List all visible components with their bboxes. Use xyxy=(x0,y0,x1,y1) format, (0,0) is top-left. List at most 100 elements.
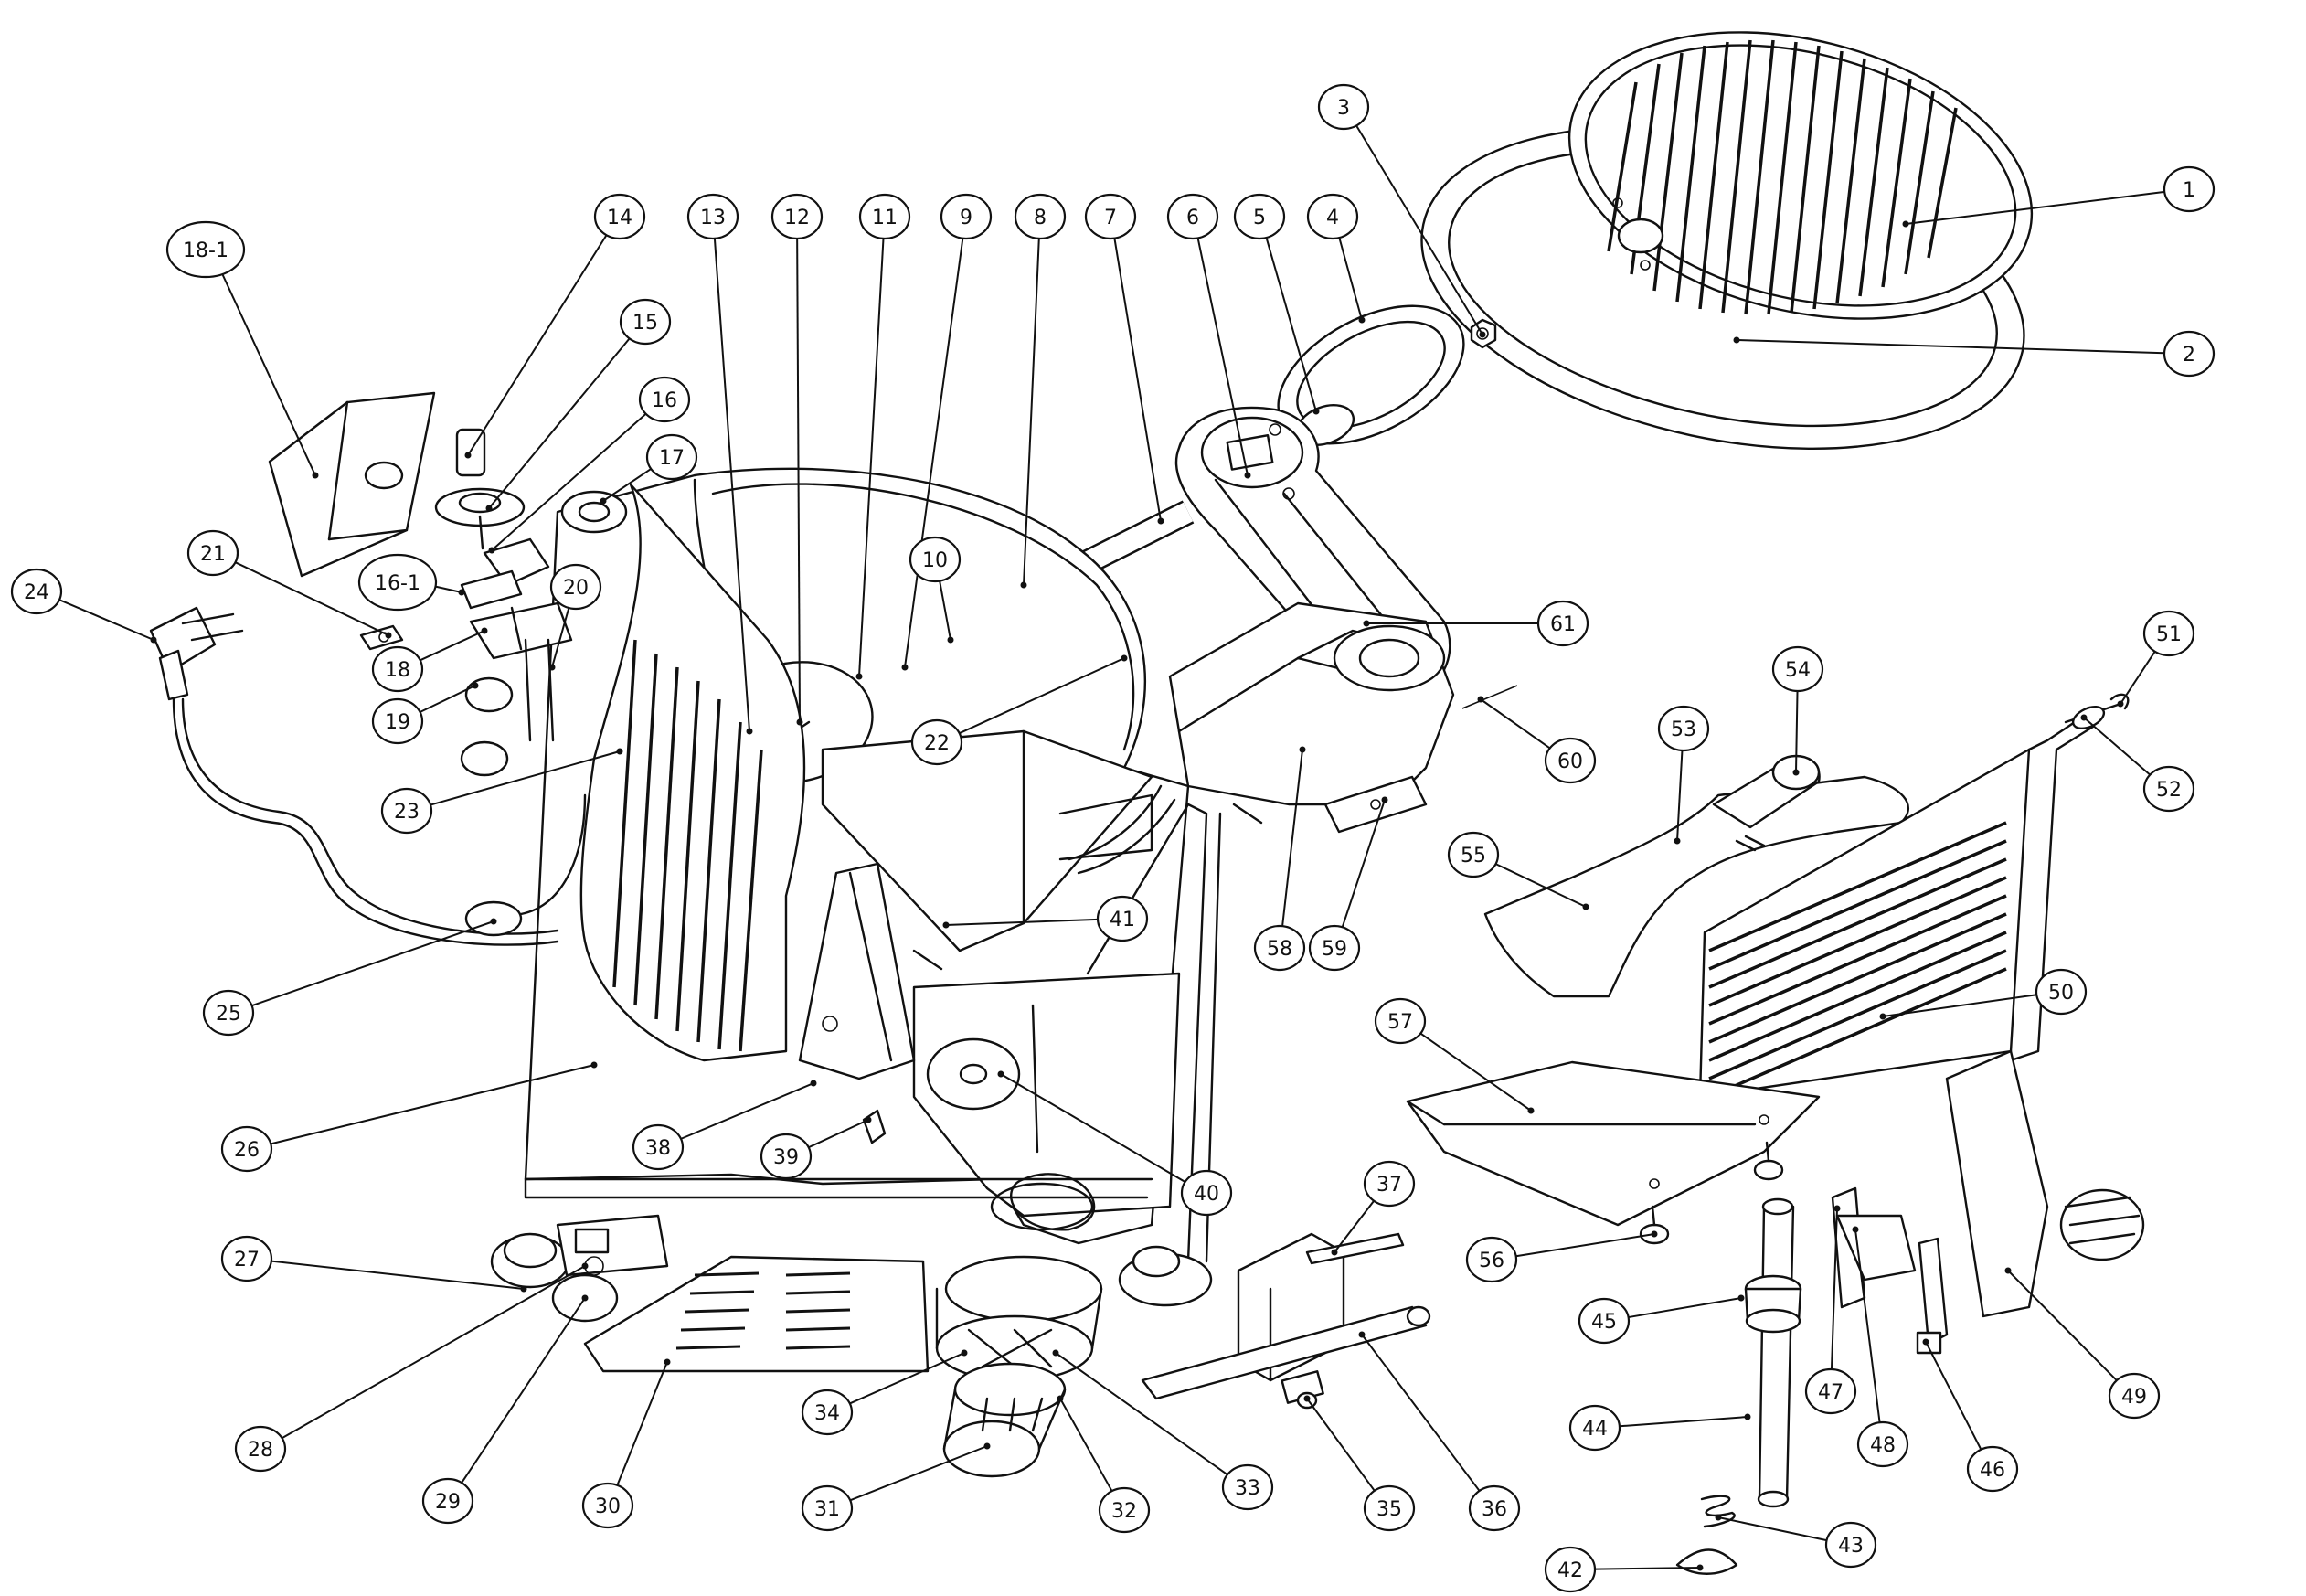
callout-target-dot xyxy=(616,748,623,755)
callout-33: 33 xyxy=(1052,1349,1274,1511)
callout-bubble xyxy=(1306,193,1359,240)
callout-50: 50 xyxy=(1879,968,2088,1020)
callout-label: 52 xyxy=(2156,779,2182,802)
callout-bubble xyxy=(2163,165,2216,213)
blade-grille xyxy=(1607,39,1958,315)
callout-label: 5 xyxy=(1253,207,1266,229)
callout-target-dot xyxy=(901,664,909,671)
callout-9: 9 xyxy=(901,193,993,671)
callout-leader-line xyxy=(808,1119,869,1149)
callout-bubble xyxy=(1468,1484,1521,1532)
callout-label: 57 xyxy=(1387,1011,1413,1034)
callout-18-1: 18-1 xyxy=(165,220,319,479)
callout-22: 22 xyxy=(910,654,1128,766)
knob-spindle xyxy=(434,428,526,550)
callout-61: 61 xyxy=(1363,600,1589,647)
callout-label: 53 xyxy=(1671,718,1696,741)
callout-29: 29 xyxy=(421,1294,589,1525)
callout-label: 38 xyxy=(645,1137,671,1160)
callout-6: 6 xyxy=(1166,193,1251,479)
callout-bubble xyxy=(1180,1169,1233,1217)
callout-8: 8 xyxy=(1014,193,1067,589)
callout-target-dot xyxy=(1363,620,1370,627)
callout-label: 22 xyxy=(924,732,950,755)
callout-leader-line xyxy=(616,1361,668,1486)
callout-leader-line xyxy=(1000,1073,1186,1183)
carriage-shaft xyxy=(1141,1232,1431,1410)
callout-30: 30 xyxy=(581,1358,671,1529)
callout-target-dot xyxy=(490,918,497,925)
callout-27: 27 xyxy=(220,1235,527,1293)
callout-target-dot xyxy=(1303,1395,1311,1402)
callout-53: 53 xyxy=(1657,705,1710,845)
callout-label: 54 xyxy=(1785,659,1811,682)
callout-target-dot xyxy=(600,497,607,505)
callout-20: 20 xyxy=(548,563,602,671)
callout-bubble xyxy=(686,193,739,240)
callout-leader-line xyxy=(467,234,608,456)
callout-55: 55 xyxy=(1447,831,1589,910)
callout-bubble xyxy=(1824,1521,1877,1569)
callout-leader-line xyxy=(271,1260,525,1290)
callout-label: 48 xyxy=(1870,1434,1896,1457)
product-tray xyxy=(1698,702,2122,1099)
callout-target-dot xyxy=(746,728,753,735)
spring-cap xyxy=(1675,1495,1738,1575)
callout-label: 34 xyxy=(814,1402,840,1425)
callout-target-dot xyxy=(1057,1395,1064,1402)
callout-leader-line xyxy=(1736,339,2165,355)
callout-leader-line xyxy=(939,580,951,641)
callout-leader-line xyxy=(713,238,750,732)
callout-leader-line xyxy=(1265,237,1317,412)
callout-37: 37 xyxy=(1331,1160,1416,1256)
callout-leader-line xyxy=(1925,1341,1982,1451)
callout-label: 23 xyxy=(394,801,420,824)
side-guard xyxy=(579,483,806,1062)
callout-52: 52 xyxy=(2080,714,2195,813)
callout-target-dot xyxy=(1121,654,1128,662)
callout-target-dot xyxy=(983,1442,991,1450)
callout-leader-line xyxy=(680,1082,814,1140)
callout-target-dot xyxy=(1358,1331,1366,1338)
callout-label: 50 xyxy=(2048,982,2074,1005)
callout-49: 49 xyxy=(2004,1267,2161,1420)
callout-bubble xyxy=(2142,765,2195,813)
callout-46: 46 xyxy=(1922,1338,2019,1493)
callout-bubble xyxy=(380,787,433,835)
callout-bubble xyxy=(1465,1236,1518,1283)
callout-bubble xyxy=(357,553,438,612)
callout-bubble xyxy=(770,193,824,240)
callout-target-dot xyxy=(1381,796,1388,803)
callout-label: 6 xyxy=(1186,207,1199,229)
callout-leader-line xyxy=(849,1445,988,1502)
callout-label: 14 xyxy=(607,207,632,229)
carriage-rod xyxy=(1744,1197,1802,1508)
callout-label: 18-1 xyxy=(183,239,228,262)
callout-leader-line xyxy=(221,273,316,476)
callout-leader-line xyxy=(1619,1416,1748,1428)
callout-40: 40 xyxy=(997,1070,1233,1217)
callout-leader-line xyxy=(430,750,621,806)
callout-bubble xyxy=(371,645,424,693)
blade-assembly xyxy=(1420,31,2034,450)
callout-2: 2 xyxy=(1733,330,2216,378)
callout-bubble xyxy=(1544,1546,1597,1593)
callout-target-dot xyxy=(2117,700,2124,708)
callout-bubble xyxy=(1966,1445,2019,1493)
callout-leader-line xyxy=(1480,698,1551,750)
callout-leader-line xyxy=(491,413,647,551)
callout-label: 16 xyxy=(652,389,677,412)
callout-leader-line xyxy=(1341,799,1386,928)
callout-label: 32 xyxy=(1111,1500,1137,1523)
callout-leader-line xyxy=(271,1064,595,1145)
callout-target-dot xyxy=(312,472,319,479)
callout-59: 59 xyxy=(1308,796,1388,972)
callout-target-dot xyxy=(458,589,465,596)
callout-bubble xyxy=(1253,924,1306,972)
callout-51: 51 xyxy=(2117,610,2195,708)
callout-leader-line xyxy=(1059,1398,1113,1492)
callout-bubble xyxy=(1084,193,1137,240)
callout-target-dot xyxy=(2080,714,2088,721)
callout-5: 5 xyxy=(1233,193,1320,415)
callout-leader-line xyxy=(282,1265,586,1440)
